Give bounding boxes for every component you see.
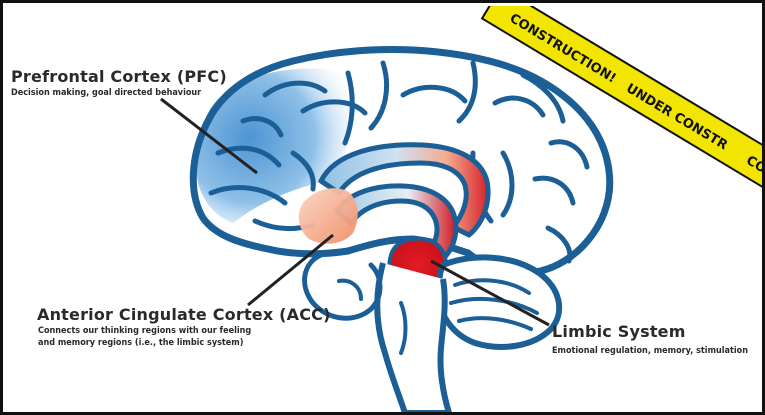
acc-region [298,188,358,244]
pfc-leader-line [160,97,258,175]
brainstem-outline [374,262,452,412]
limbic-title: Limbic System [552,322,686,341]
cingulate-arch-outer [318,142,491,238]
acc-description: Connects our thinking regions with our f… [38,326,252,348]
temporal-fold [337,278,363,301]
limbic-description: Emotional regulation, memory, stimulatio… [552,346,748,356]
tape-text-3: CONSTRUCTION! [743,153,765,228]
cerebellum-folds [449,278,539,331]
pfc-title: Prefrontal Cortex (PFC) [11,67,227,86]
cerebrum-outline [189,45,614,277]
acc-leader-line [247,233,334,307]
acc-title: Anterior Cingulate Cortex (ACC) [37,305,331,324]
temporal-lobe-outline [302,252,383,321]
pfc-description: Decision making, goal directed behaviour [11,88,202,98]
brain-diagram: CONSTRUCTION! UNDER CONSTR CONSTRUCTION! [160,6,765,412]
limbic-leader-line [430,259,550,327]
construction-tape: CONSTRUCTION! UNDER CONSTR CONSTRUCTION! [480,6,765,237]
brainstem-fold [399,301,408,355]
